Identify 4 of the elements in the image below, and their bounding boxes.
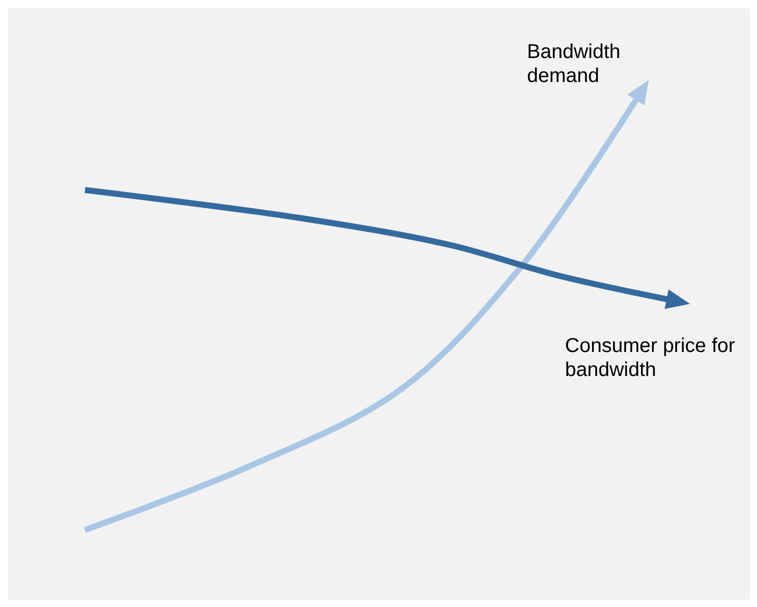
curve-label: Consumer price for bandwidth [565,334,736,382]
arrow [84,187,690,309]
arrow [84,80,649,533]
curve-label: Bandwidth demand [527,40,622,88]
